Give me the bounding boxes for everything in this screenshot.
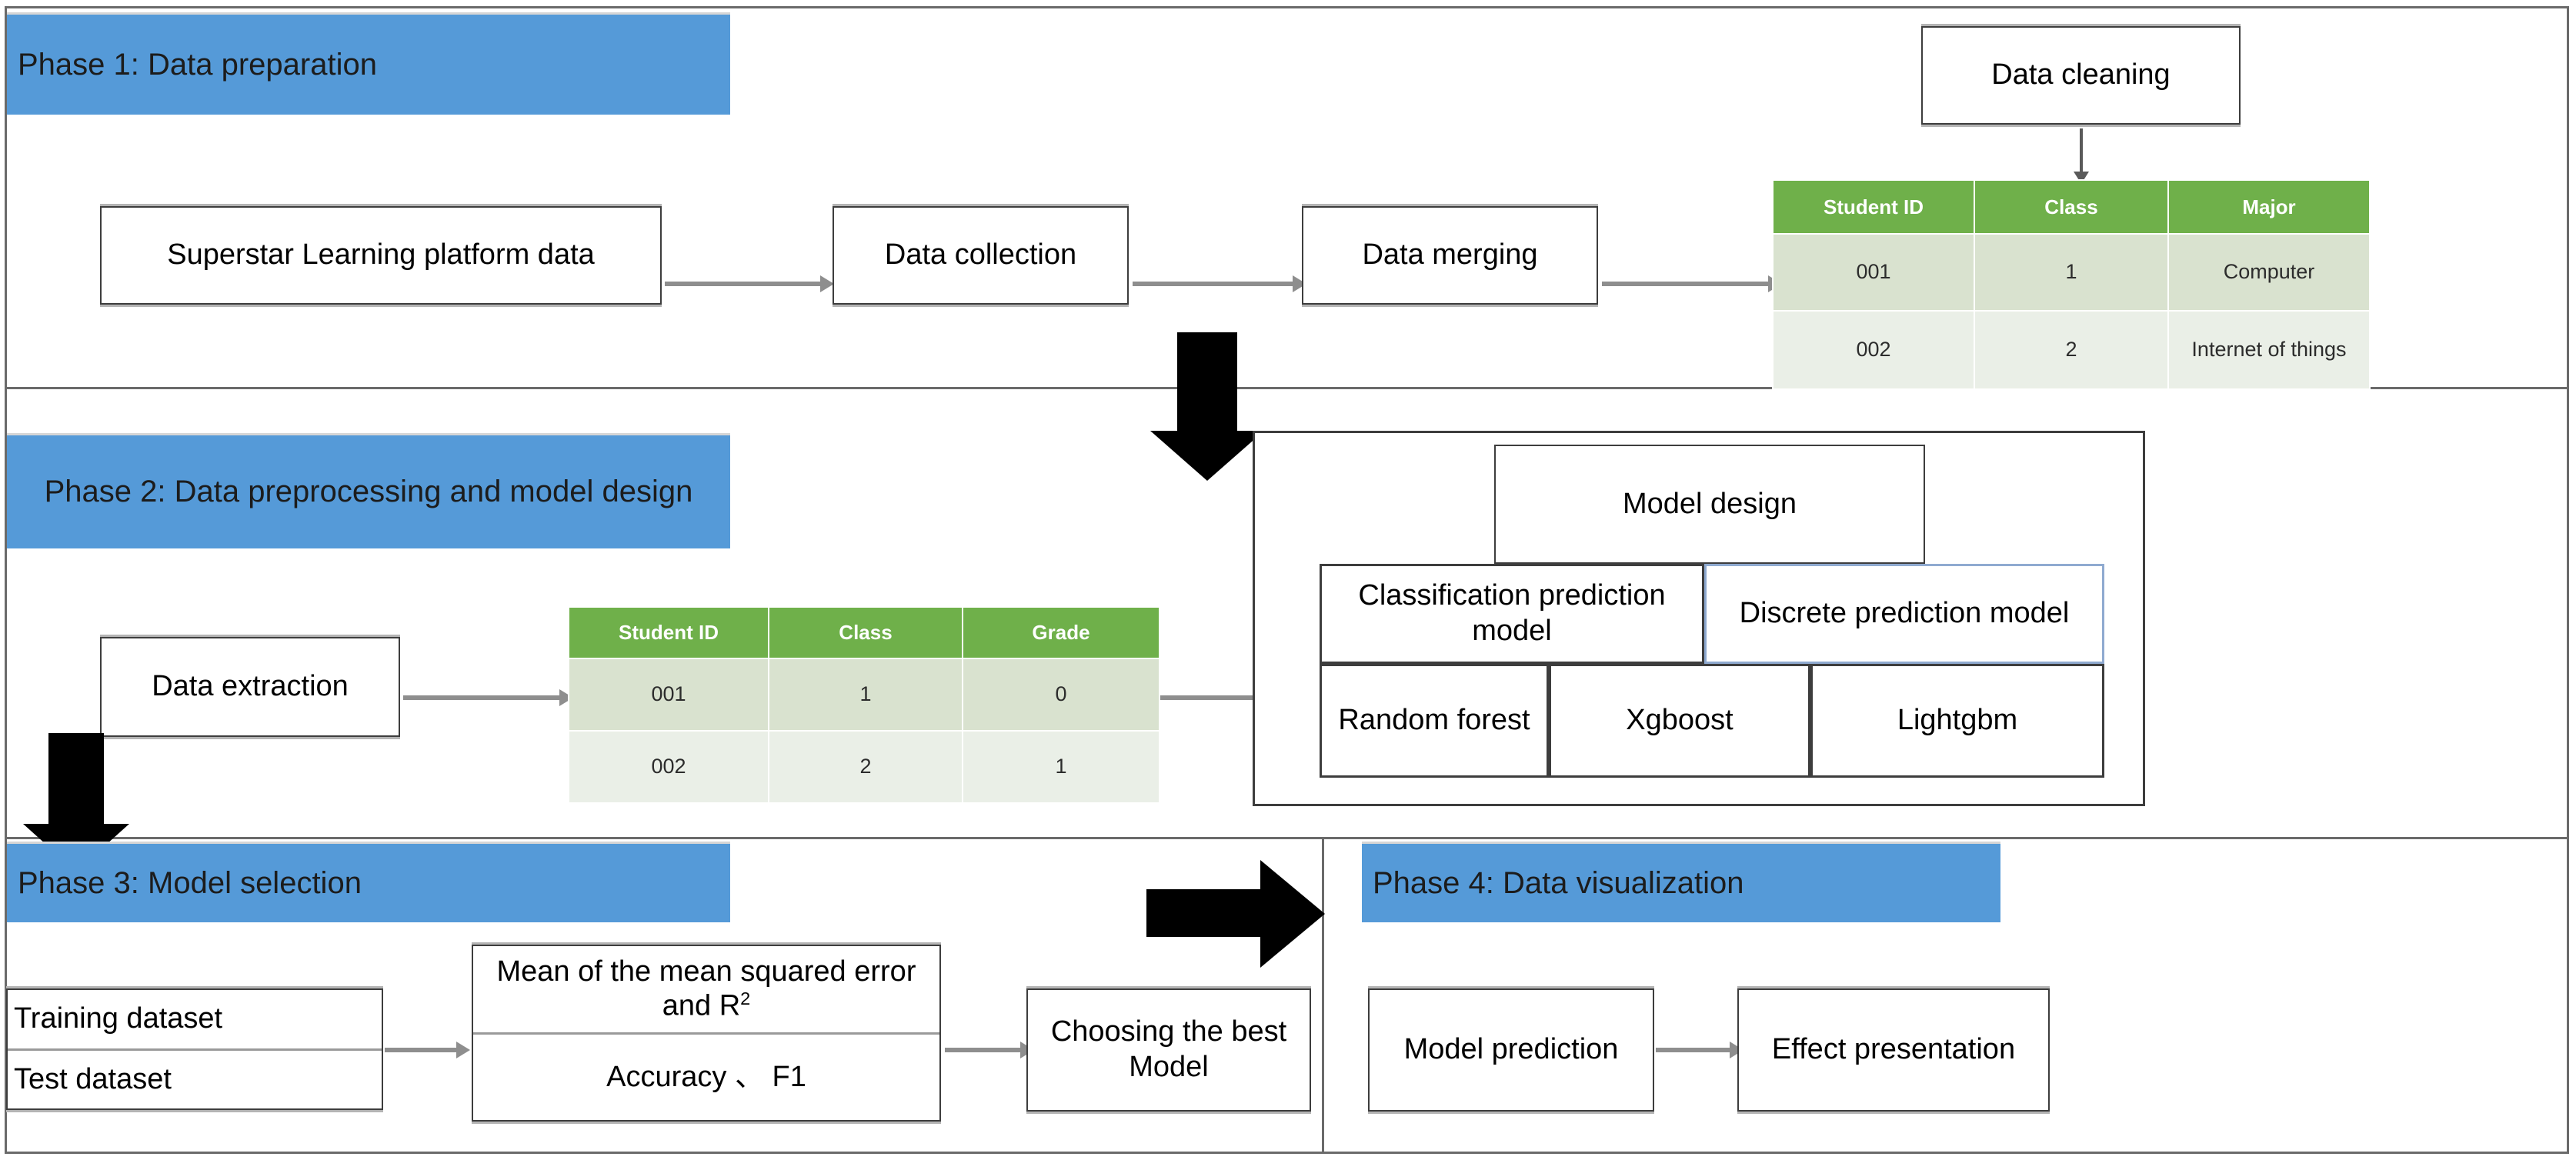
phase2-banner: Phase 2: Data preprocessing and model de… [7,433,730,548]
block-arrow-phase1-to-phase2 [1150,332,1293,486]
box-data-cleaning: Data cleaning [1921,26,2241,125]
table-cell: 001 [568,658,769,732]
table-cell: 002 [568,730,769,804]
table-cell: Internet of things [2167,310,2371,390]
box-data-merging: Data merging [1302,206,1598,305]
box-choosing-best-model: Choosing the best Model [1026,988,1311,1112]
metrics-split-box: Mean of the mean squared error and R2 Ac… [472,945,941,1122]
table-cell: 002 [1772,310,1975,390]
box-data-collection: Data collection [833,206,1129,305]
arrow-merging-to-table [1602,282,1770,286]
table-row: 001 1 Computer [1772,233,2371,312]
frame-left-border [5,6,7,1154]
datasets-split-box: Training dataset Test dataset [6,988,383,1110]
box-source-data-label: Superstar Learning platform data [167,238,595,272]
box-effect-presentation-label: Effect presentation [1771,1033,2016,1066]
phase4-banner: Phase 4: Data visualization [1362,842,2000,922]
box-model-design-label: Model design [1622,487,1797,520]
arrow-metrics-to-choosing [945,1048,1022,1052]
block-arrow-shaft [48,733,104,825]
box-effect-presentation: Effect presentation [1737,988,2050,1112]
arrow-prediction-to-presentation [1656,1048,1731,1052]
box-lightgbm: Lightgbm [1810,664,2104,778]
cell-classification-metrics-label: Accuracy 、 F1 [606,1060,806,1093]
table-cell: 1 [1974,233,2169,312]
box-model-prediction-label: Model prediction [1403,1033,1619,1066]
phase2-banner-label: Phase 2: Data preprocessing and model de… [44,475,693,509]
box-classification-prediction-model-label: Classification prediction model [1358,579,1666,647]
table-row: 002 2 Internet of things [1772,310,2371,390]
table-header-row: Student ID Class Major [1772,179,2371,235]
phase3-banner: Phase 3: Model selection [7,842,730,922]
cell-training-dataset: Training dataset [8,990,382,1051]
arrow-source-to-collection [665,282,822,286]
divider-phase1-phase2 [5,387,2569,389]
table-header-row: Student ID Class Grade [568,606,1160,659]
block-arrow-phase3-to-phase4 [1146,860,1325,968]
table-student-grade: Student ID Class Grade 001 1 0 002 2 1 [568,606,1160,804]
box-model-design: Model design [1494,445,1925,564]
cell-regression-metrics-label: Mean of the mean squared error and R2 [496,955,916,1023]
arrow-extraction-to-table [403,695,561,700]
block-arrow-shaft [1146,889,1262,937]
table-header-cell: Student ID [568,606,769,659]
box-data-cleaning-label: Data cleaning [1991,58,2171,92]
block-arrow-shaft [1177,332,1237,432]
cell-training-dataset-label: Training dataset [14,1002,223,1035]
cell-classification-metrics: Accuracy 、 F1 [473,1035,939,1121]
table-header-cell: Class [768,606,963,659]
table-student-major: Student ID Class Major 001 1 Computer 00… [1772,179,2371,390]
box-source-data: Superstar Learning platform data [100,206,662,305]
frame-right-border [2567,6,2569,1154]
box-discrete-prediction-model: Discrete prediction model [1704,564,2104,664]
box-data-merging-label: Data merging [1362,238,1538,272]
table-cell: 2 [768,730,963,804]
table-cell: 1 [962,730,1160,804]
phase4-banner-label: Phase 4: Data visualization [1373,865,1744,900]
frame-top-border [5,6,2569,8]
box-xgboost: Xgboost [1549,664,1810,778]
cell-test-dataset-label: Test dataset [14,1062,172,1095]
table-header-cell: Class [1974,179,2169,235]
phase1-banner: Phase 1: Data preparation [7,12,730,115]
phase3-banner-label: Phase 3: Model selection [18,865,362,900]
block-arrow-head [1260,860,1325,968]
table-row: 001 1 0 [568,658,1160,732]
box-choosing-best-model-label: Choosing the best Model [1050,1015,1287,1083]
table-row: 002 2 1 [568,730,1160,804]
arrow-datasets-to-metrics [385,1048,458,1052]
arrow-collection-to-merging [1133,282,1294,286]
box-data-collection-label: Data collection [884,238,1077,272]
box-discrete-prediction-model-label: Discrete prediction model [1739,597,2070,630]
box-random-forest: Random forest [1320,664,1549,778]
r-squared-exponent: 2 [740,988,751,1009]
table-cell: 2 [1974,310,2169,390]
table-header-cell: Major [2167,179,2371,235]
box-lightgbm-label: Lightgbm [1897,704,2018,737]
arrow-table-to-model-design [1160,695,1299,700]
box-data-extraction-label: Data extraction [152,670,349,703]
box-xgboost-label: Xgboost [1626,704,1733,737]
box-classification-prediction-model: Classification prediction model [1320,564,1704,664]
table-cell: Computer [2167,233,2371,312]
frame-bottom-border [5,1152,2569,1154]
arrow-cleaning-to-table [2080,128,2083,173]
phase1-banner-label: Phase 1: Data preparation [18,47,377,82]
box-random-forest-label: Random forest [1338,704,1530,737]
table-cell: 1 [768,658,963,732]
table-cell: 0 [962,658,1160,732]
table-cell: 001 [1772,233,1975,312]
divider-phase2-phase3 [5,837,2569,839]
divider-phase3-phase4 [1322,839,1324,1154]
cell-test-dataset: Test dataset [8,1051,382,1109]
box-data-extraction: Data extraction [100,637,400,737]
table-header-cell: Student ID [1772,179,1975,235]
box-model-prediction: Model prediction [1368,988,1654,1112]
cell-regression-metrics: Mean of the mean squared error and R2 [473,946,939,1035]
block-arrow-head [1150,431,1264,481]
table-header-cell: Grade [962,606,1160,659]
